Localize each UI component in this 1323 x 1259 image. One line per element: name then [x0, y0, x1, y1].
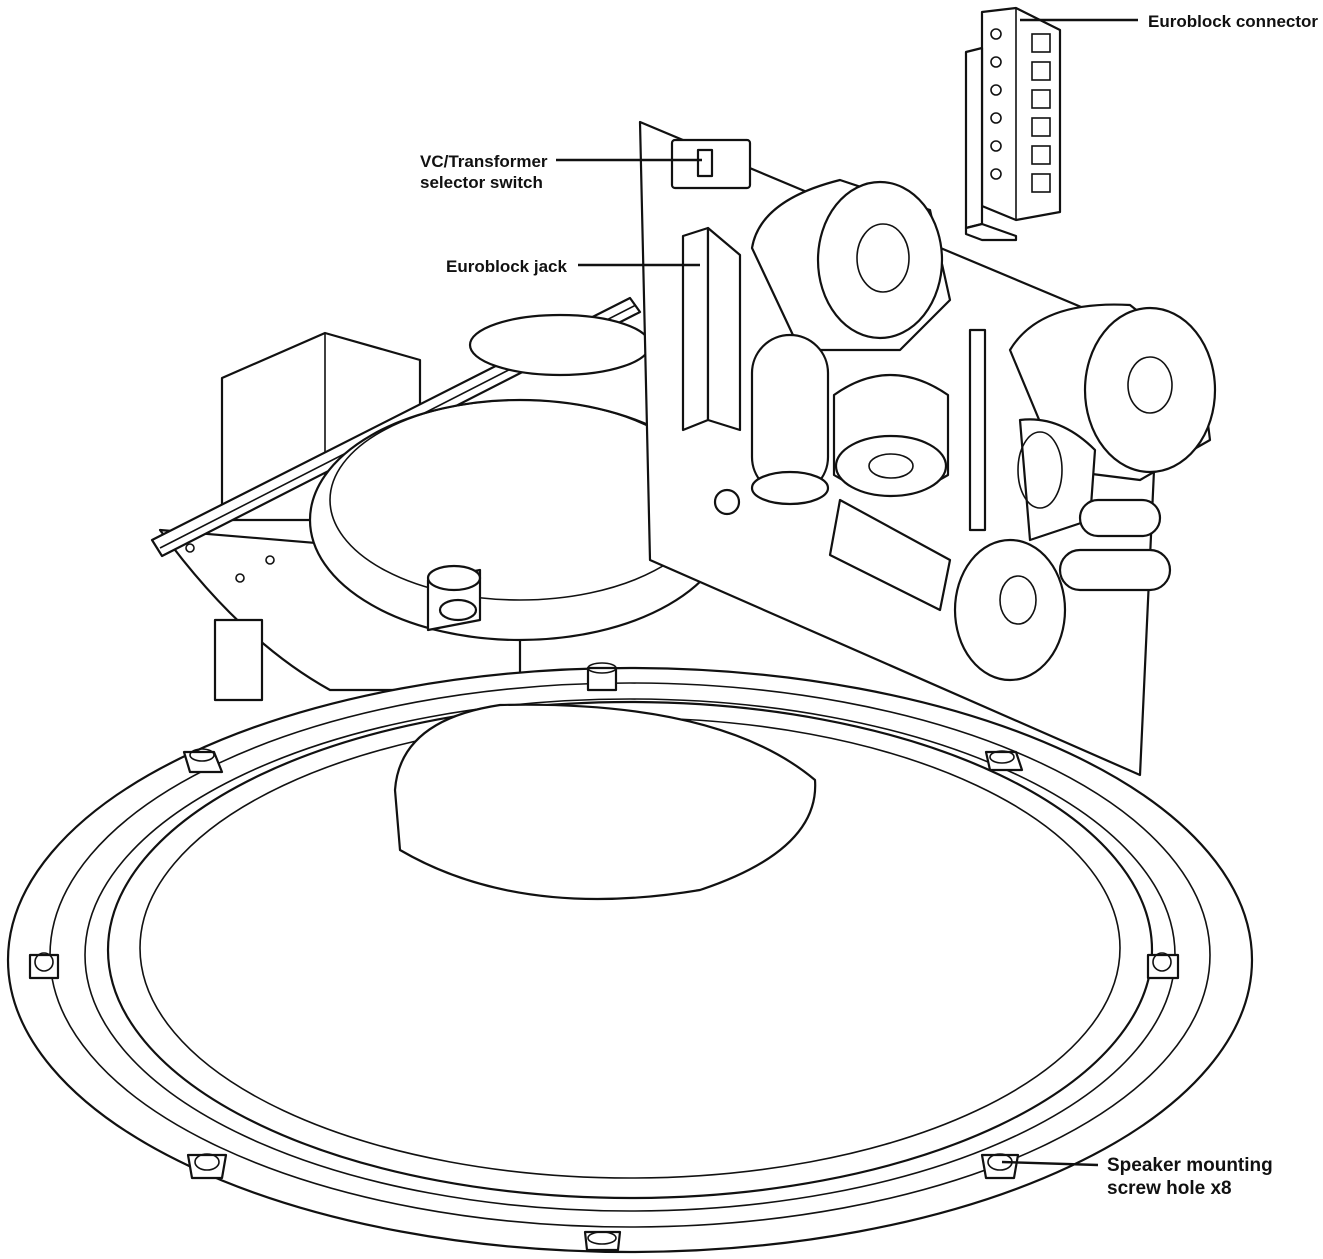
- screw-hole: [28, 952, 60, 980]
- screw-hole-label-line1: Speaker mounting: [1107, 1155, 1273, 1176]
- screw-hole: [583, 1230, 622, 1252]
- euroblock-connector-label: Euroblock connector: [1148, 12, 1318, 31]
- transformer-components: [750, 178, 1217, 682]
- euroblock-connector-part: [964, 6, 1062, 242]
- speaker-frame: [6, 666, 1254, 1254]
- callout-labels: Euroblock connector VC/Transformer selec…: [420, 12, 1318, 1199]
- euroblock-jack-label: Euroblock jack: [446, 257, 567, 276]
- vc-switch-label-line2: selector switch: [420, 173, 543, 192]
- screw-hole: [984, 750, 1024, 772]
- magnet-assembly: [308, 313, 732, 642]
- screw-hole: [586, 662, 618, 692]
- leader-screw-hole: [1001, 1160, 1099, 1167]
- screw-holes: [28, 662, 1180, 1252]
- screw-hole-label-line2: screw hole x8: [1107, 1178, 1232, 1199]
- leader-lines: [556, 18, 1138, 1167]
- screw-hole: [182, 748, 224, 774]
- tweeter-post: [426, 564, 482, 632]
- screw-hole: [980, 1153, 1020, 1180]
- screw-hole: [186, 1153, 228, 1180]
- screw-hole: [1146, 952, 1180, 980]
- vc-switch-label-line1: VC/Transformer: [420, 152, 548, 171]
